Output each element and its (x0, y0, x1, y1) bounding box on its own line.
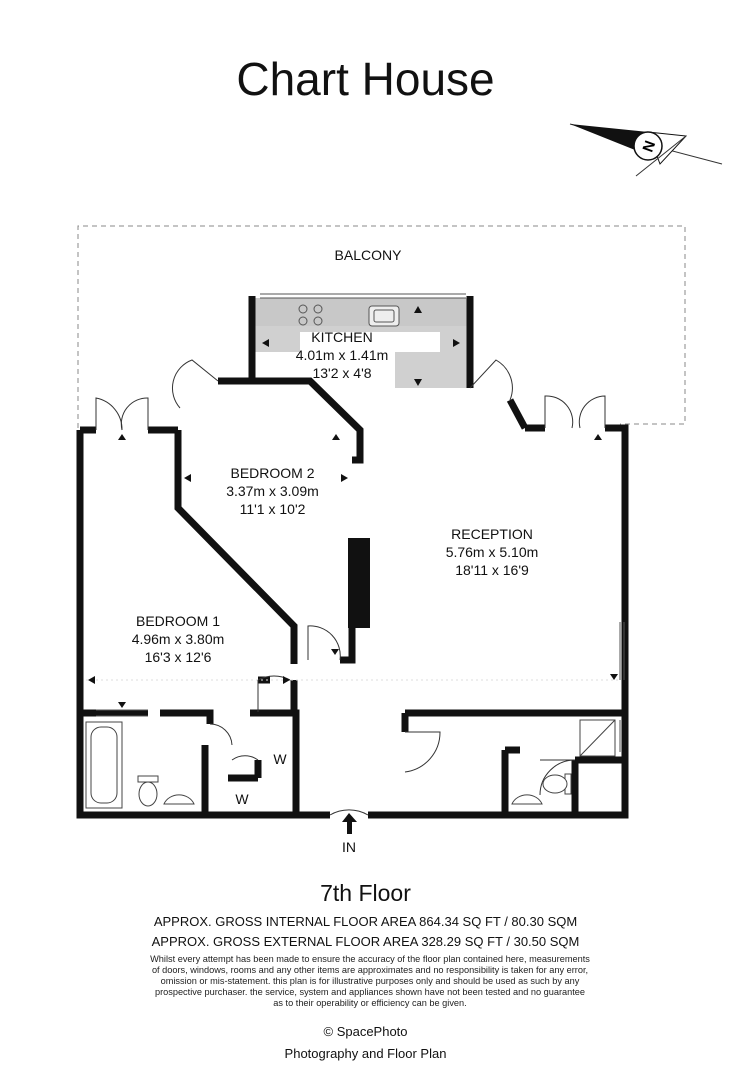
north-arrow-icon: N (569, 123, 723, 177)
copyright-icon: © (323, 1024, 334, 1039)
kitchen-area (254, 298, 468, 388)
sink-icon (368, 305, 400, 327)
copyright-text: SpacePhoto (336, 1024, 408, 1039)
internal-area: APPROX. GROSS INTERNAL FLOOR AREA 864.34… (153, 914, 578, 929)
wardrobe-2-label: W (235, 791, 249, 807)
bedroom-2-name: BEDROOM 2 (230, 465, 315, 481)
balcony-name: BALCONY (334, 247, 402, 263)
kitchen-imperial: 13'2 x 4'8 (312, 365, 372, 381)
kitchen-name: KITCHEN (311, 329, 373, 345)
entrance-arrow-icon (342, 813, 357, 834)
floor-label: 7th Floor (320, 880, 411, 906)
external-area: APPROX. GROSS EXTERNAL FLOOR AREA 328.29… (151, 934, 580, 949)
wardrobe-1-label: W (273, 751, 287, 767)
bedroom-1-metric: 4.96m x 3.80m (131, 631, 225, 647)
bedroom-1-imperial: 16'3 x 12'6 (144, 649, 212, 665)
bedroom-1-name: BEDROOM 1 (135, 613, 220, 629)
bedroom-1-label: BEDROOM 1 4.96m x 3.80m 16'3 x 12'6 (108, 612, 248, 666)
reception-label: RECEPTION 5.76m x 5.10m 18'11 x 16'9 (422, 525, 562, 579)
balcony-outline (77, 225, 686, 428)
disclaimer: Whilst every attempt has been made to en… (150, 954, 590, 1008)
kitchen-label: KITCHEN 4.01m x 1.41m 13'2 x 4'8 (272, 328, 412, 382)
plan-title: Chart House (236, 53, 495, 105)
reception-metric: 5.76m x 5.10m (445, 544, 539, 560)
basin-icon-2 (511, 794, 543, 805)
kitchen-metric: 4.01m x 1.41m (295, 347, 389, 363)
walls (76, 296, 629, 819)
credit-line: Photography and Floor Plan (284, 1046, 447, 1061)
balcony-label: BALCONY (318, 246, 418, 264)
bedroom-2-imperial: 11'1 x 10'2 (239, 501, 306, 517)
reception-imperial: 18'11 x 16'9 (455, 562, 529, 578)
windows (86, 293, 625, 752)
bedroom-2-metric: 3.37m x 3.09m (226, 483, 319, 499)
hob-icon (298, 304, 323, 326)
entrance-label: IN (342, 839, 356, 855)
basin-icon (163, 794, 195, 805)
bathtub-icon (85, 721, 123, 809)
toilet-icon (137, 775, 159, 807)
copyright-line: © SpacePhoto (0, 1024, 731, 1039)
measure-marks (88, 306, 618, 708)
reception-name: RECEPTION (451, 526, 533, 542)
shower-icon (579, 719, 616, 757)
bedroom-2-label: BEDROOM 2 3.37m x 3.09m 11'1 x 10'2 (200, 464, 345, 518)
toilet-icon-2 (542, 773, 572, 795)
